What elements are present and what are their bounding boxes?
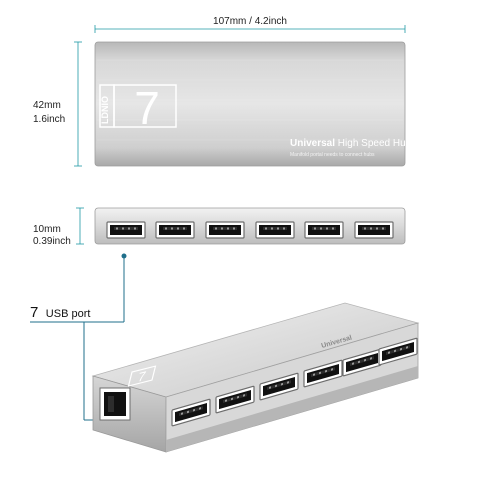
width-label: 107mm / 4.2inch [213, 16, 287, 27]
product-name: High Speed Hub [335, 138, 412, 149]
svg-text:7: 7 [136, 368, 147, 385]
end-port [99, 387, 131, 421]
width-dimension [94, 25, 406, 33]
callout-dot-top [121, 253, 127, 259]
height-inch-label: 1.6inch [33, 114, 65, 125]
depth-mm-label: 10mm [33, 224, 61, 235]
height-dimension [74, 41, 82, 167]
svg-text:Universal High Speed Hub: Universal High Speed Hub [290, 138, 412, 149]
svg-text:7 USB port: 7 USB port [30, 304, 90, 321]
hub-top-view: LDNIO 7 Universal High Speed Hub Manifol… [94, 41, 412, 167]
brand-logo: LDNIO 7 [99, 82, 177, 134]
hub-isometric-view: 7 Universal [91, 302, 420, 453]
product-subtitle: Manifold portal needs to connect hubs [290, 152, 375, 158]
hub-side-view [94, 207, 406, 245]
depth-inch-label: 0.39inch [33, 236, 71, 247]
brand-name: Universal [290, 138, 335, 149]
svg-text:LDNIO: LDNIO [100, 96, 110, 124]
port-count: 7 [30, 304, 38, 321]
svg-text:7: 7 [134, 82, 160, 134]
port-label: USB port [46, 308, 91, 320]
depth-dimension [76, 207, 84, 245]
height-mm-label: 42mm [33, 100, 61, 111]
